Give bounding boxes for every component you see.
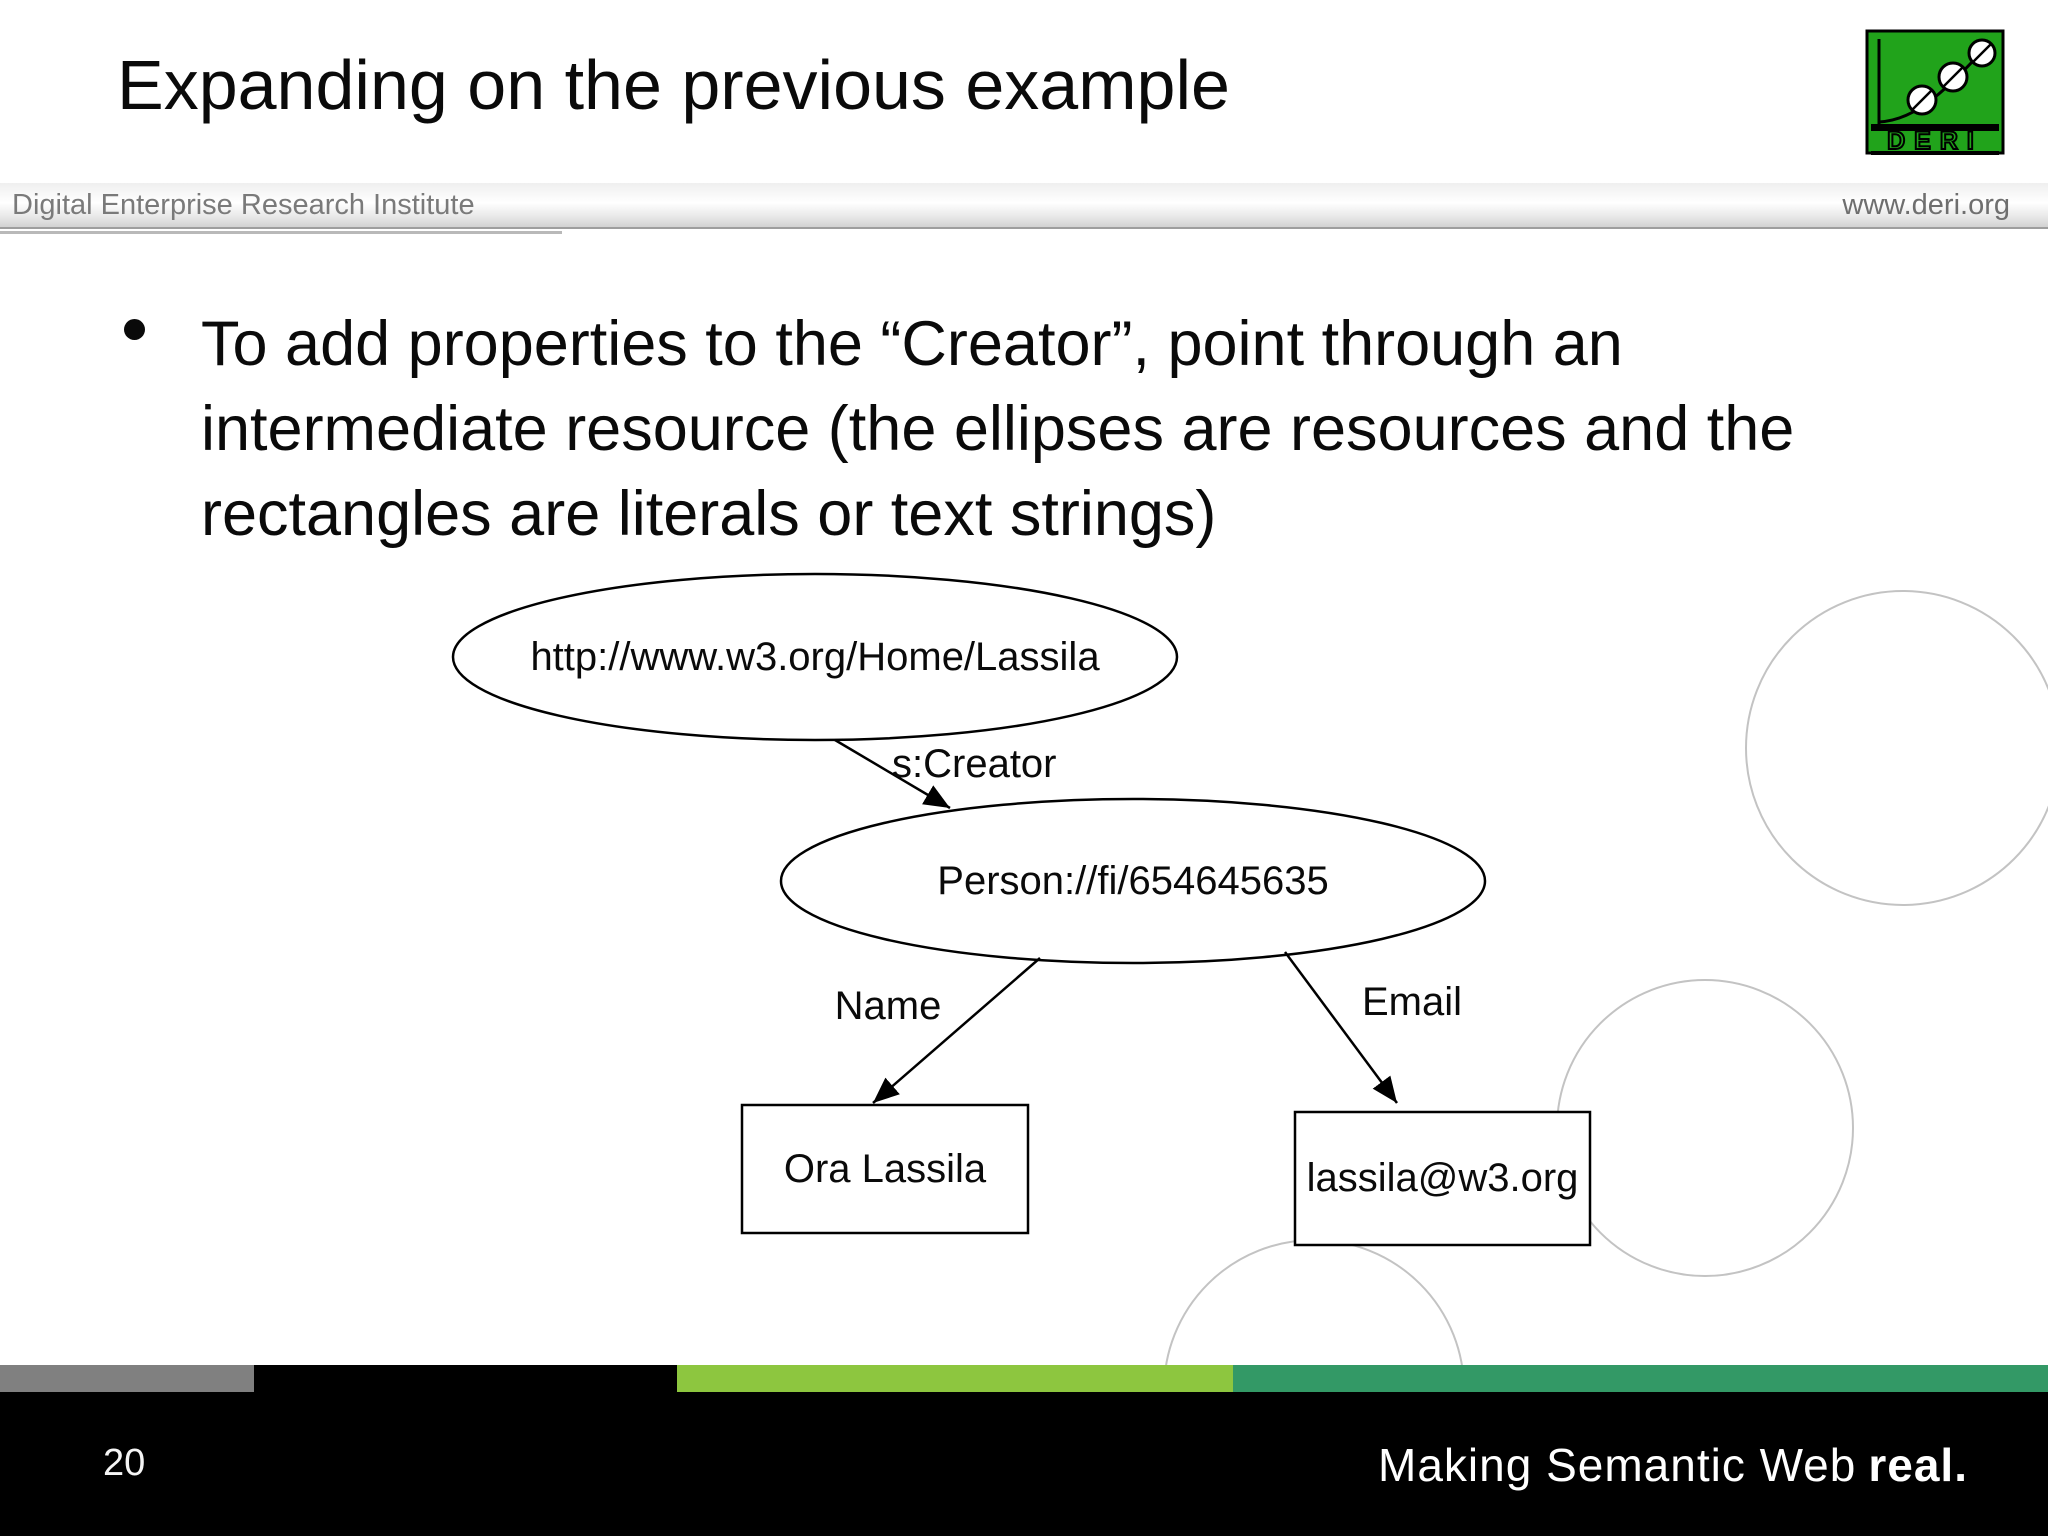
edge-creator-arrow [834, 738, 951, 810]
label-edge-creator: s:Creator [892, 742, 1057, 786]
footer-bar [0, 1392, 2048, 1536]
ellipse-resource-home [451, 572, 1179, 742]
label-resource-person: Person://fi/654645635 [937, 858, 1329, 903]
rect-literal-email [1293, 1110, 1592, 1247]
footer-stripe-green [1233, 1365, 2048, 1392]
footer-stripe-lime [677, 1365, 1233, 1392]
decor-circle-mid-right [1556, 979, 1854, 1277]
footer-tagline-regular: Making Semantic Web [1378, 1439, 1857, 1491]
header-underline [0, 231, 562, 234]
ellipse-resource-person [779, 797, 1487, 965]
footer-tagline-bold: real. [1868, 1439, 1968, 1491]
footer-stripe-black [254, 1365, 677, 1392]
deri-logo-icon: DERI [1864, 29, 2006, 156]
edge-name-arrow [872, 957, 1041, 1104]
header-institute-label: Digital Enterprise Research Institute [12, 189, 475, 221]
label-edge-email: Email [1361, 980, 1463, 1024]
page-number: 20 [103, 1442, 146, 1484]
label-resource-home: http://www.w3.org/Home/Lassila [530, 634, 1100, 679]
label-edge-name: Name [834, 984, 942, 1028]
header-website-label: www.deri.org [1842, 189, 2010, 221]
rect-literal-name [740, 1103, 1030, 1235]
label-literal-email: lassila@w3.org [1306, 1156, 1579, 1200]
edge-email-arrow [1283, 951, 1399, 1104]
decor-circle-top-right [1745, 590, 2048, 906]
page-title: Expanding on the previous example [117, 46, 1230, 124]
deri-logo: DERI [1862, 27, 2008, 157]
footer-stripe-gray [0, 1365, 254, 1392]
bullet-text: To add properties to the “Creator”, poin… [201, 309, 1795, 549]
label-literal-name: Ora Lassila [783, 1146, 987, 1191]
bullet-dot [124, 319, 145, 340]
header-bar [0, 183, 2048, 229]
